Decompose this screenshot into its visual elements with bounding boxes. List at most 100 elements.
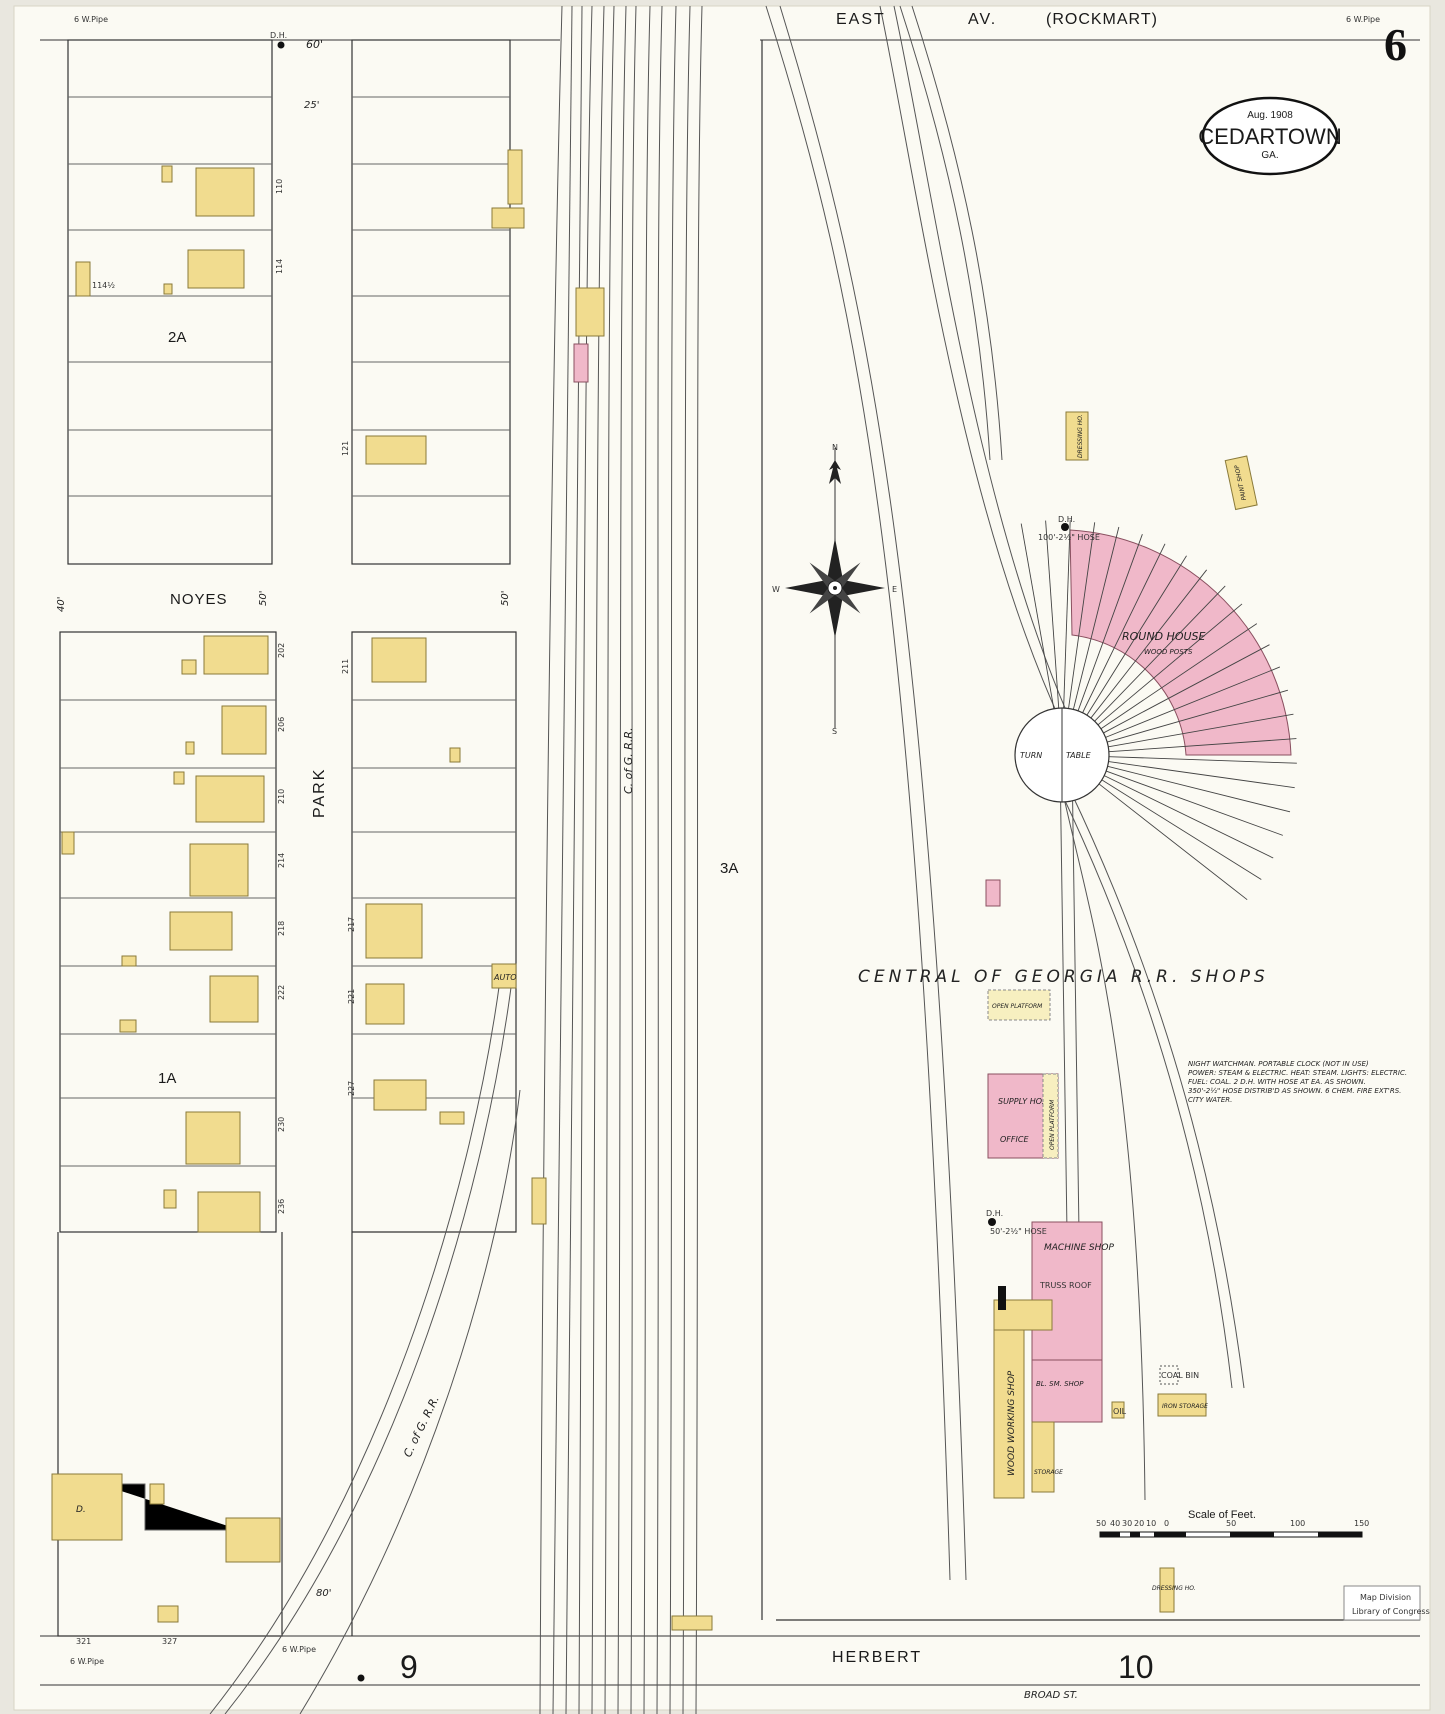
stall-track <box>1086 555 1187 716</box>
rr-label-1: C. of G. R.R. <box>622 727 635 794</box>
stall-track <box>1106 770 1283 836</box>
rail-track-line <box>682 5 691 1714</box>
compass-s: S <box>832 727 837 736</box>
adjoining-sheet-10: 10 <box>1118 1649 1154 1685</box>
pink-small-1 <box>985 879 1001 907</box>
shop-notes: NIGHT WATCHMAN. PORTABLE CLOCK (NOT IN U… <box>1188 1060 1407 1104</box>
dressing-house-label-2: DRESSING HO. <box>1152 1585 1196 1592</box>
stall-track <box>1098 783 1248 901</box>
pipe-top-right: 6 W.Pipe <box>1346 15 1380 24</box>
block-park-east-south <box>351 631 517 1636</box>
stall-track <box>1063 520 1071 709</box>
block-2a-label: 2A <box>168 329 186 346</box>
street-broad: BROAD ST. <box>1024 1690 1078 1701</box>
stall-track <box>1068 522 1096 709</box>
pink-rr-1 <box>573 343 589 383</box>
street-east: EAST <box>836 11 886 28</box>
svg-text:CITY WATER.: CITY WATER. <box>1188 1096 1232 1104</box>
stall-track <box>1090 569 1208 719</box>
stall-track <box>1100 623 1258 730</box>
rail-track-line <box>695 5 703 1714</box>
svg-text:50: 50 <box>1096 1519 1106 1528</box>
svg-text:350'-2½" HOSE DISTRIB'D AS SHO: 350'-2½" HOSE DISTRIB'D AS SHOWN. 6 CHEM… <box>1188 1087 1401 1095</box>
stall-track <box>1104 775 1274 859</box>
open-platform <box>987 989 1051 1021</box>
width-40: 40' <box>56 597 67 612</box>
hose-label-2: 50'-2½" HOSE <box>990 1227 1047 1236</box>
svg-text:20: 20 <box>1134 1519 1144 1528</box>
svg-text:230: 230 <box>277 1117 286 1132</box>
svg-text:POWER: STEAM & ELECTRIC. HEAT:: POWER: STEAM & ELECTRIC. HEAT: STEAM. LI… <box>1188 1069 1407 1077</box>
machine-shop-label: MACHINE SHOP <box>1044 1243 1114 1253</box>
block-1a-label: 1A <box>158 1070 176 1087</box>
compass-e: E <box>892 585 897 594</box>
branch-track <box>209 979 521 1714</box>
pipe-bottom-left: 6 W.Pipe <box>70 1657 104 1666</box>
stall-track <box>1101 779 1262 880</box>
svg-text:211: 211 <box>341 659 350 674</box>
svg-text:221: 221 <box>347 989 356 1004</box>
block-2a <box>67 39 273 565</box>
svg-text:FUEL: COAL. 2 D.H. WITH HOSE A: FUEL: COAL. 2 D.H. WITH HOSE AT EA. AS S… <box>1188 1078 1366 1086</box>
block-3a-label: 3A <box>720 860 738 877</box>
scale-bar <box>1099 1531 1363 1538</box>
round-house-label: ROUND HOUSE <box>1122 630 1206 643</box>
auto-garage <box>491 963 517 989</box>
dwelling-rr-1 <box>575 287 605 337</box>
pipe-top-left: 6 W.Pipe <box>74 15 108 24</box>
title-cartouche <box>1201 96 1339 176</box>
svg-text:202: 202 <box>277 643 286 658</box>
yard-shed-bottom <box>671 1615 713 1631</box>
compass-rose <box>785 448 885 728</box>
shop-buildings <box>491 287 1258 1631</box>
stall-track <box>1020 523 1055 709</box>
svg-text:0: 0 <box>1164 1519 1169 1528</box>
table-label: TABLE <box>1066 751 1092 760</box>
svg-text:100: 100 <box>1290 1519 1305 1528</box>
rail-track-line <box>669 5 677 1714</box>
shops-title: CENTRAL OF GEORGIA R.R. SHOPS <box>858 967 1269 987</box>
rail-track-line <box>656 5 663 1714</box>
shop-tracks <box>765 5 1245 1581</box>
rail-track-line <box>617 5 627 1714</box>
stall-track <box>1094 585 1226 722</box>
svg-text:210: 210 <box>277 789 286 804</box>
compass-w: W <box>772 585 780 594</box>
wood-working-shop <box>993 1329 1025 1499</box>
round-house-group <box>1014 520 1297 901</box>
truss-roof-label: TRUSS ROOF <box>1039 1281 1092 1290</box>
width-80: 80' <box>316 1588 331 1599</box>
house-numbers: 110 114 114½ 121 202 206 210 214 218 222… <box>76 179 356 1646</box>
sheet-number: 6 <box>1384 19 1407 70</box>
svg-text:218: 218 <box>277 921 286 936</box>
svg-text:40: 40 <box>1110 1519 1120 1528</box>
wood-working-label: WOOD WORKING SHOP <box>1007 1370 1017 1476</box>
iron-storage-label: IRON STORAGE <box>1162 1403 1208 1410</box>
open-platform-2 <box>1042 1073 1059 1159</box>
street-herbert: HERBERT <box>832 1649 922 1666</box>
street-av: AV. <box>968 11 997 28</box>
office-label: OFFICE <box>1000 1135 1029 1144</box>
engine-block <box>998 1286 1006 1310</box>
svg-text:NIGHT WATCHMAN. PORTABLE CLOCK: NIGHT WATCHMAN. PORTABLE CLOCK (NOT IN U… <box>1188 1060 1369 1068</box>
open-platform-label: OPEN PLATFORM <box>992 1003 1043 1010</box>
stall-track <box>1045 520 1060 709</box>
stall-track <box>1072 526 1120 710</box>
svg-text:114: 114 <box>275 259 284 274</box>
oil-label: OIL <box>1113 1407 1127 1416</box>
hose-label-1: 100'-2½" HOSE <box>1038 533 1100 542</box>
dressing-house-2 <box>1159 1567 1175 1613</box>
stall-track <box>1097 603 1243 726</box>
hydrant-label-2: D.H. <box>1058 515 1075 524</box>
rail-track-line <box>591 5 605 1714</box>
svg-text:206: 206 <box>277 717 286 732</box>
svg-text:236: 236 <box>277 1199 286 1214</box>
street-park: PARK <box>311 768 328 818</box>
svg-text:150: 150 <box>1354 1519 1369 1528</box>
bl-sm-shop-label: BL. SM. SHOP <box>1036 1380 1084 1388</box>
stall-track <box>1108 761 1295 789</box>
scale-title: Scale of Feet. <box>1188 1509 1256 1521</box>
stamp-line-1: Map Division <box>1360 1593 1411 1602</box>
svg-text:217: 217 <box>347 917 356 932</box>
